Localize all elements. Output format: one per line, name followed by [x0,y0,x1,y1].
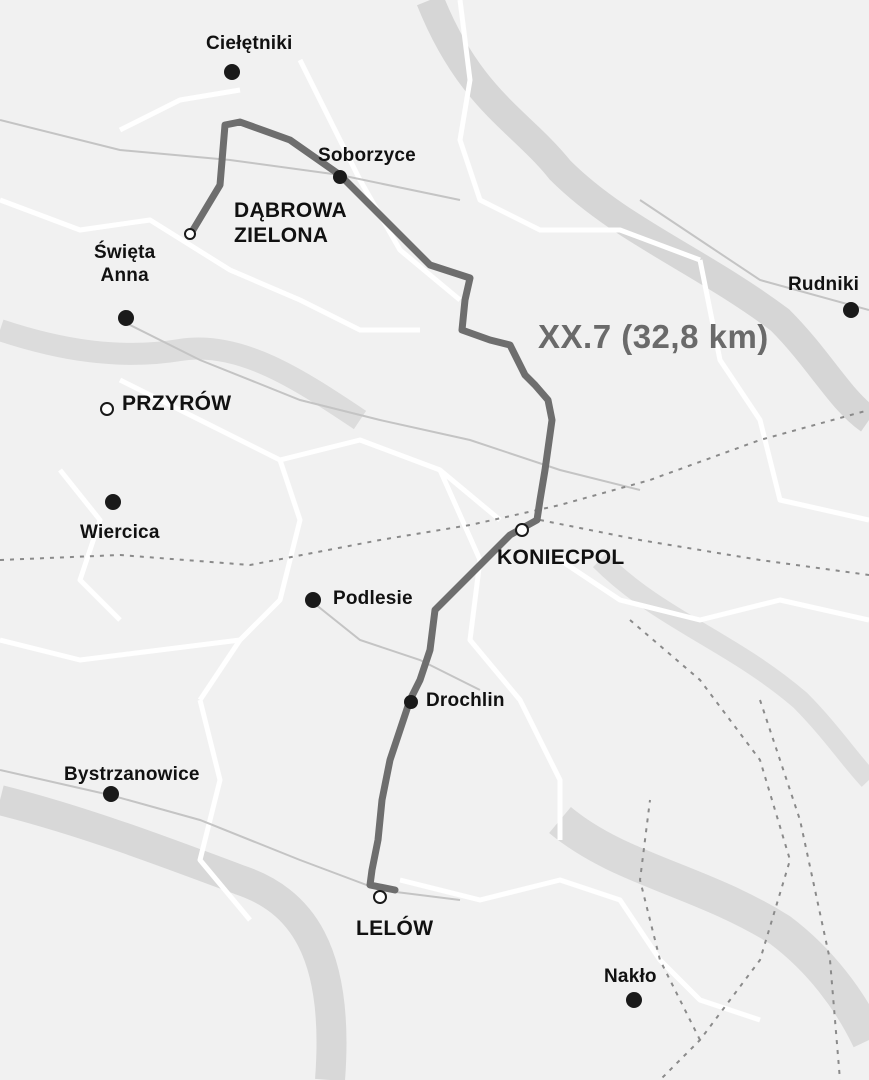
town-label-rudniki: Rudniki [788,274,860,295]
town-label-swieta-anna: Święta Anna [94,241,155,287]
town-dot [105,494,121,510]
town-label-dabrowa-line2: ZIELONA [234,224,329,247]
town-dot [224,64,240,80]
river-band [592,552,869,787]
town-dot [843,302,859,318]
town-dot [103,786,119,802]
town-dot [404,695,418,709]
town-label-lelow: LELÓW [356,917,434,940]
town-dot-open [373,890,387,904]
river-band [417,0,869,432]
town-label-bystrzanowice: Bystrzanowice [64,764,200,785]
town-dot-open [515,523,529,537]
town-label-przyrow: PRZYRÓW [122,392,232,415]
town-label-koniecpol: KONIECPOL [497,546,625,569]
town-label-drochlin: Drochlin [426,690,505,711]
river-band [0,785,347,1080]
town-label-cieletniki: Ciełętniki [206,33,293,54]
town-label-naklo: Nakło [604,966,657,987]
town-dot [626,992,642,1008]
town-label-podlesie: Podlesie [333,588,413,609]
town-label-dabrowa-line1: DĄBROWA [234,199,347,222]
town-dot [118,310,134,326]
town-label-dabrowa-zielona: DĄBROWA ZIELONA [234,198,347,248]
town-dot-open [100,402,114,416]
municipal-boundaries [0,0,869,1023]
roads [0,119,869,901]
town-label-wiercica: Wiercica [80,522,160,543]
town-label-swieta-line2: Anna [100,265,149,286]
dashed-lines [0,409,869,1080]
route-label: XX.7 (32,8 km) [538,318,769,355]
town-label-soborzyce: Soborzyce [318,145,416,166]
town-dot-open [184,228,196,240]
town-label-swieta-line1: Święta [94,242,156,263]
town-dot [305,592,321,608]
town-dot [333,170,347,184]
river-band [549,806,869,1048]
